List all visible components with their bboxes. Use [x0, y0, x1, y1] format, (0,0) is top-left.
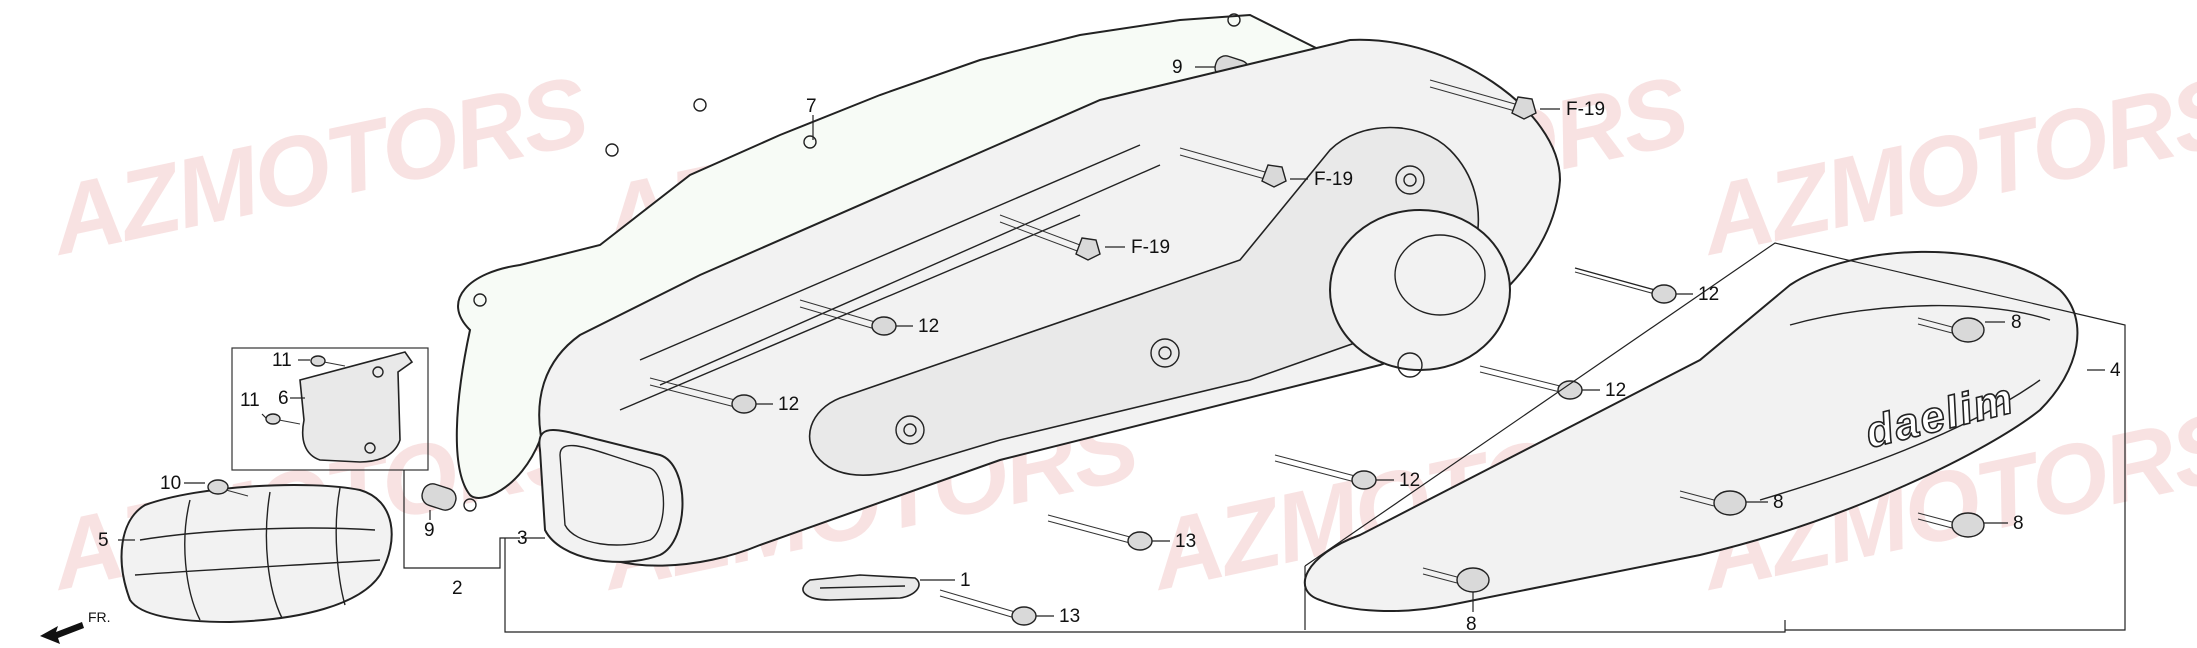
callout-8: 8 [2013, 513, 2024, 534]
callout-11: 11 [272, 350, 292, 371]
callout-3: 3 [517, 528, 528, 549]
callout-4: 4 [2110, 360, 2121, 381]
group-line-2 [403, 470, 520, 569]
cover-screw [1917, 317, 1985, 343]
air-duct [538, 429, 684, 563]
callout-13: 13 [1175, 531, 1196, 552]
callout-11: 11 [240, 390, 260, 411]
callout-12: 12 [778, 394, 799, 415]
watermark: AZMOTORS [39, 55, 597, 276]
callout-8: 8 [1466, 614, 1477, 635]
callout-1: 1 [960, 570, 971, 591]
stud-bolt [1179, 147, 1287, 188]
callout-2: 2 [452, 578, 463, 599]
flange-bolt [1479, 365, 1583, 400]
callout-12: 12 [1399, 470, 1420, 491]
group-line-3 [504, 538, 1786, 633]
leader-lines [118, 66, 2105, 617]
air-filter-cover [120, 484, 393, 624]
flange-bolt-13 [1047, 514, 1153, 551]
outer-cover-box [1304, 242, 2126, 631]
flange-bolt-13 [939, 589, 1037, 626]
hose-clamp [802, 574, 920, 601]
direction-label: FR. [88, 609, 111, 625]
bracket-group-box [231, 347, 429, 471]
callout-6: 6 [278, 388, 289, 409]
cover-screw [1679, 490, 1747, 516]
stud-bolt [999, 214, 1101, 261]
flange-bolt [799, 299, 897, 336]
dowel-pin-left [421, 483, 457, 511]
callout-9: 9 [1172, 57, 1183, 78]
cover-screw [1917, 512, 1985, 538]
watermark: AZMOTORS [1689, 55, 2197, 276]
callout-f19: F-19 [1314, 169, 1353, 190]
callout-12: 12 [1605, 380, 1626, 401]
callout-5: 5 [98, 530, 109, 551]
crankcase-left-cover [538, 38, 1562, 567]
callout-8: 8 [1773, 492, 1784, 513]
outer-cover: daelim [1303, 250, 2079, 613]
callout-9: 9 [424, 520, 435, 541]
callout-labels: 7 9 F-19 F-19 F-19 12 12 12 12 12 13 13 … [98, 57, 2121, 635]
flange-bolt [1574, 267, 1677, 304]
callout-7: 7 [806, 96, 817, 117]
callout-f19: F-19 [1131, 237, 1170, 258]
arrow-left-icon [40, 622, 84, 644]
stud-bolt [1429, 79, 1537, 120]
flange-bolt [649, 377, 757, 414]
callout-12: 12 [918, 316, 939, 337]
callout-8: 8 [2011, 312, 2022, 333]
callout-10: 10 [160, 473, 181, 494]
callout-f19: F-19 [1566, 99, 1605, 120]
callout-13: 13 [1059, 606, 1080, 627]
filter-screw [207, 479, 249, 497]
bracket-screw [310, 355, 346, 367]
bracket-plate [299, 351, 414, 463]
callout-12: 12 [1698, 284, 1719, 305]
bracket-screw [265, 413, 301, 425]
